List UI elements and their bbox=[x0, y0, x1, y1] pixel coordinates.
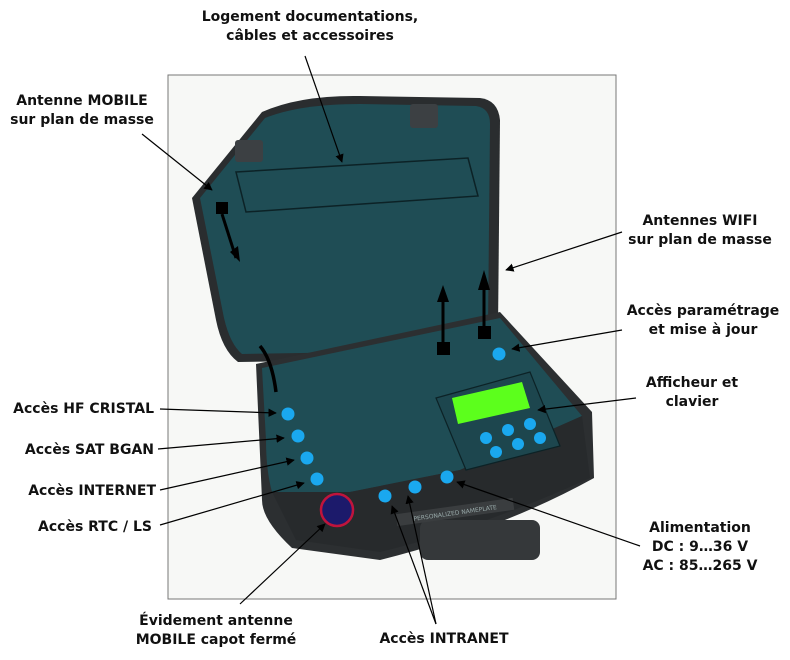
rtc-ls-port bbox=[310, 472, 324, 486]
keypad bbox=[480, 418, 546, 458]
leader-antenne-mobile bbox=[141, 133, 213, 191]
keypad-key bbox=[512, 438, 524, 450]
label-antennes-wifi-line2: sur plan de masse bbox=[628, 232, 772, 248]
leader-antennes-wifi bbox=[505, 231, 623, 272]
intranet-port-3 bbox=[440, 470, 454, 484]
label-alimentation-line2: DC : 9…36 V bbox=[651, 539, 749, 555]
label-afficheur-line1: Afficheur et bbox=[645, 375, 739, 391]
hf-cristal-port bbox=[281, 407, 295, 421]
label-acces-parametrage-line1: Accès paramétrage bbox=[626, 303, 780, 319]
label-antennes-wifi: Antennes WIFI sur plan de masse bbox=[620, 212, 780, 250]
label-antennes-wifi-line1: Antennes WIFI bbox=[642, 213, 758, 229]
internet-port bbox=[300, 451, 314, 465]
keypad-key bbox=[524, 418, 536, 430]
label-acces-parametrage-line2: et mise à jour bbox=[648, 322, 758, 338]
label-evidement: Évidement antenne MOBILE capot fermé bbox=[118, 612, 314, 650]
label-alimentation-line1: Alimentation bbox=[649, 520, 751, 536]
leader-intranet-b bbox=[390, 505, 437, 625]
case-lid bbox=[192, 95, 500, 362]
label-evidement-line1: Évidement antenne bbox=[139, 613, 293, 629]
intranet-port-1 bbox=[378, 489, 392, 503]
leader-acces-internet bbox=[159, 457, 295, 491]
leader-afficheur bbox=[537, 397, 637, 414]
leader-acces-sat bbox=[157, 434, 285, 450]
parametrage-port bbox=[492, 347, 506, 361]
keypad-key bbox=[490, 446, 502, 458]
label-logement-line2: câbles et accessoires bbox=[226, 28, 394, 44]
lid-latch-left bbox=[235, 140, 263, 162]
leader-evidement bbox=[239, 523, 326, 605]
label-alimentation: Alimentation DC : 9…36 V AC : 85…265 V bbox=[630, 519, 770, 576]
sat-bgan-port bbox=[291, 429, 305, 443]
label-acces-intranet: Accès INTRANET bbox=[379, 631, 509, 647]
documentation-pocket bbox=[235, 157, 479, 213]
label-acces-hf: Accès HF CRISTAL bbox=[13, 401, 154, 417]
label-alimentation-line3: AC : 85…265 V bbox=[642, 558, 758, 574]
leader-acces-parametrage bbox=[511, 329, 623, 352]
wifi-antenna-1 bbox=[437, 285, 450, 355]
label-antenne-mobile-line1: Antenne MOBILE bbox=[16, 93, 148, 109]
label-acces-internet: Accès INTERNET bbox=[28, 483, 156, 499]
leader-alimentation bbox=[456, 480, 641, 547]
keypad-key bbox=[534, 432, 546, 444]
leader-intranet-a bbox=[405, 495, 437, 625]
keypad-key bbox=[502, 424, 514, 436]
leader-logement bbox=[304, 55, 344, 163]
intranet-port-2 bbox=[408, 480, 422, 494]
mobile-antenna-cable bbox=[258, 344, 278, 393]
lid-latch-right bbox=[410, 104, 438, 128]
carry-handle bbox=[420, 520, 540, 560]
leader-acces-hf bbox=[159, 408, 277, 417]
wifi-antenna-2 bbox=[478, 270, 491, 339]
label-afficheur: Afficheur et clavier bbox=[632, 374, 752, 412]
lcd-screen bbox=[452, 382, 530, 424]
mobile-antenna-recess bbox=[319, 492, 355, 528]
mobile-antenna-symbol bbox=[216, 202, 240, 262]
label-antenne-mobile-line2: sur plan de masse bbox=[10, 112, 154, 128]
label-logement: Logement documentations, câbles et acces… bbox=[190, 8, 430, 46]
label-logement-line1: Logement documentations, bbox=[201, 9, 419, 25]
label-evidement-line2: MOBILE capot fermé bbox=[135, 632, 297, 648]
keypad-key bbox=[480, 432, 492, 444]
label-acces-rtc: Accès RTC / LS bbox=[38, 519, 152, 535]
label-afficheur-line2: clavier bbox=[665, 394, 719, 410]
label-acces-parametrage: Accès paramétrage et mise à jour bbox=[618, 302, 788, 340]
label-acces-sat: Accès SAT BGAN bbox=[24, 442, 154, 458]
label-antenne-mobile: Antenne MOBILE sur plan de masse bbox=[2, 92, 162, 130]
leader-acces-rtc bbox=[159, 481, 305, 526]
